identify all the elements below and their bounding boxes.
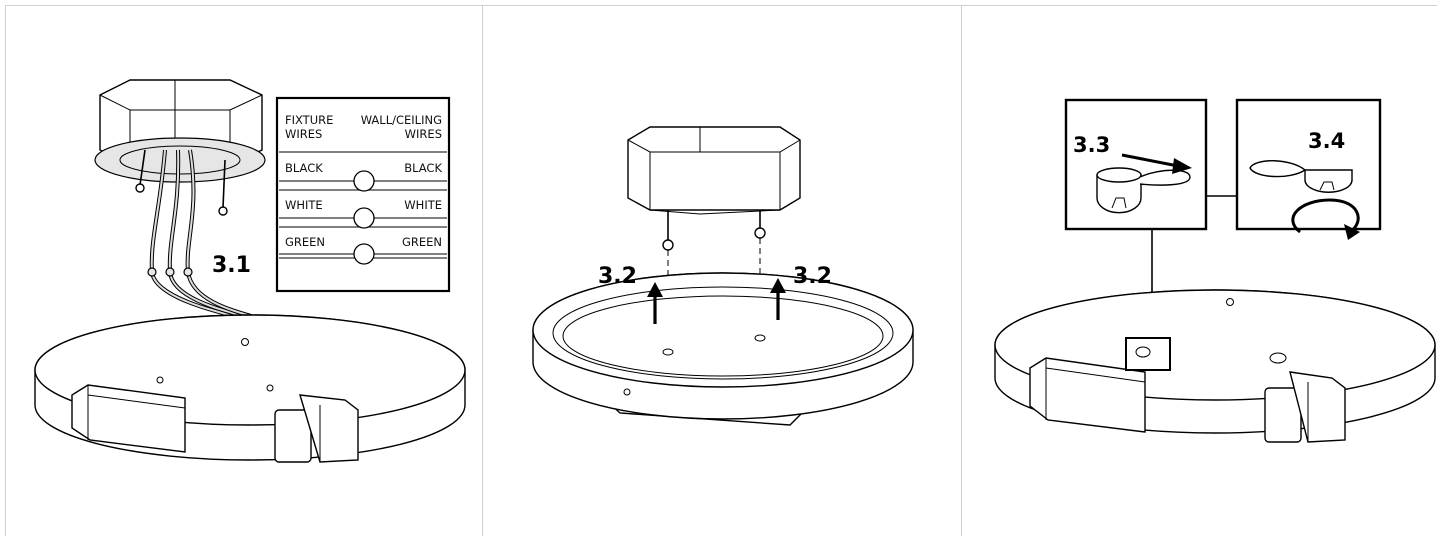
- step-3-4-label: 3.4: [1308, 129, 1345, 153]
- row-2-right: WHITE: [404, 198, 442, 212]
- wire-connection-table: FIXTURE WIRES WALL/CEILING WIRES BLACK B…: [275, 96, 451, 293]
- step-3-2-label-right: 3.2: [793, 264, 832, 289]
- step-3-1-label: 3.1: [212, 253, 251, 278]
- detail-inset-3-4: [1235, 98, 1382, 240]
- table-header-fixture-1: FIXTURE: [285, 113, 333, 127]
- arrow-right-icon: [1172, 158, 1192, 174]
- step-3-2-label-left: 3.2: [598, 264, 637, 289]
- junction-box-with-wires: [94, 79, 266, 324]
- table-header-wall-1: WALL/CEILING: [361, 113, 442, 127]
- rotate-icon: [1291, 198, 1360, 234]
- row-1-left: BLACK: [285, 161, 323, 175]
- row-3-right: GREEN: [402, 235, 442, 249]
- row-3-left: GREEN: [285, 235, 325, 249]
- row-2-left: WHITE: [285, 198, 323, 212]
- step-3-3-label: 3.3: [1073, 133, 1110, 157]
- junction-box-mounting: [627, 126, 801, 355]
- arrow-up-icon: [770, 278, 786, 320]
- panel-step-3-1: [5, 5, 482, 536]
- table-header-fixture-2: WIRES: [285, 127, 322, 141]
- wire-nut-icon: [353, 207, 375, 229]
- detail-inset-3-3: [1064, 98, 1208, 231]
- fixture-ring: [532, 272, 914, 426]
- wire-nut-icon: [353, 170, 375, 192]
- wire-nut-icon: [353, 243, 375, 265]
- table-header-wall-2: WIRES: [405, 127, 442, 141]
- fixture-base-with-clip: [994, 289, 1436, 443]
- row-1-right: BLACK: [404, 161, 442, 175]
- panel-step-3-2: [482, 5, 961, 536]
- arrow-up-icon: [647, 282, 663, 324]
- fixture-base: [34, 314, 466, 463]
- panel-step-3-3-3-4: [961, 5, 1437, 536]
